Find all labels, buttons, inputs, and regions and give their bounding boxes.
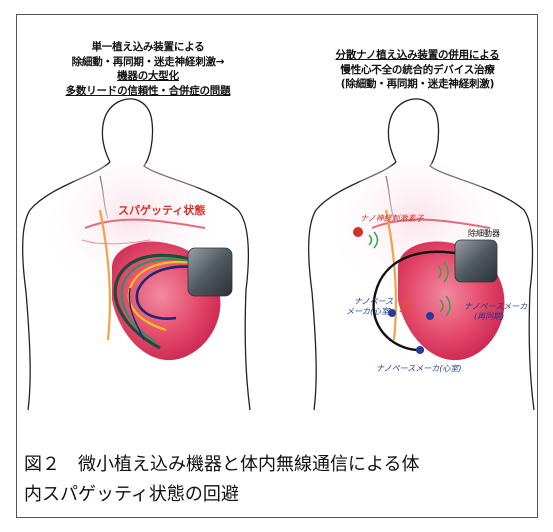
left-heading-line-3: 機器の大型化 xyxy=(18,69,278,84)
caption-line-1: 図２ 微小植え込み機器と体内無線通信による体 xyxy=(24,450,529,480)
left-heading-line-2: 除細動・再同期・迷走神経刺激→ xyxy=(18,55,278,70)
left-heading-line-1: 単一植え込み装置による xyxy=(18,40,278,55)
right-heading-line-3: (除細動・再同期・迷走神経刺激) xyxy=(300,77,535,92)
right-defibrillator-device xyxy=(455,240,497,282)
nano-pacer-left-label-1: ナノペース xyxy=(354,297,393,306)
spaghetti-label: スパゲッティ状態 xyxy=(118,206,205,215)
right-heading-line-1: 分散ナノ植え込み装置の併用による xyxy=(300,48,535,63)
figure-caption: 図２ 微小植え込み機器と体内無線通信による体 内スパゲッティ状態の回避 xyxy=(24,450,529,510)
nano-pacer-left-label-2: メーカ(心室) xyxy=(346,307,392,316)
nano-vagal-label: ナノ神経刺激素子 xyxy=(360,214,424,223)
right-heading-line-2: 慢性心不全の統合的デバイス治療 xyxy=(300,63,535,78)
nano-pacer-right-label-2: (再同期) xyxy=(474,312,504,321)
left-panel-heading: 単一植え込み装置による 除細動・再同期・迷走神経刺激→ 機器の大型化 多数リード… xyxy=(18,40,278,98)
left-heading-line-4: 多数リードの信頼性・合併症の問題 xyxy=(18,84,278,99)
defibrillator-label: 除細動器 xyxy=(468,229,500,238)
left-implant-device xyxy=(188,248,232,296)
nano-pacer-bottom xyxy=(416,346,424,354)
nano-vagal-stimulator xyxy=(353,227,363,237)
right-panel-heading: 分散ナノ植え込み装置の併用による 慢性心不全の統合的デバイス治療 (除細動・再同… xyxy=(300,48,535,92)
nano-pacer-right xyxy=(426,312,434,320)
caption-line-2: 内スパゲッティ状態の回避 xyxy=(24,480,529,510)
nano-pacer-bottom-label: ナノペースメーカ(心室) xyxy=(376,364,461,373)
nano-pacer-right-label-1: ナノペースメーカ xyxy=(464,302,527,311)
